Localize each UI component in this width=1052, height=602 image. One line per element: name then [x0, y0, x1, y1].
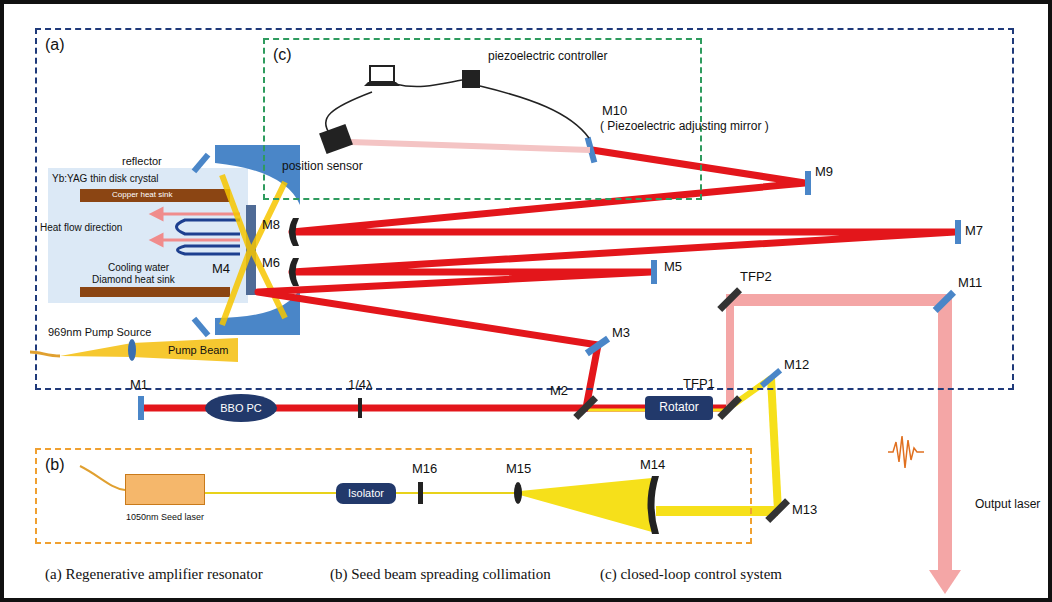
mirror	[651, 260, 657, 284]
node-text: Rotator	[659, 401, 698, 415]
part-label: position sensor	[282, 160, 363, 174]
node-text: (b)	[45, 456, 65, 474]
lens	[514, 482, 522, 504]
part-label: 1/4λ	[348, 378, 373, 393]
heat-arrows	[152, 209, 240, 245]
seed-beam	[656, 506, 778, 516]
part-label: TFP2	[740, 270, 772, 285]
part-label: reflector	[122, 155, 162, 168]
mirror	[955, 220, 961, 244]
waveplate	[358, 398, 362, 418]
resonator-beam	[144, 150, 955, 408]
laptop-icon	[364, 82, 400, 86]
part-label: Output laser	[975, 498, 1040, 512]
output-beam	[938, 294, 952, 572]
pump-beam	[132, 338, 238, 362]
node-text: (a)	[45, 36, 65, 54]
seed-laser: 1050nm Seed laser	[106, 472, 224, 522]
position-sensor	[319, 124, 353, 154]
part-label: M10	[602, 104, 627, 119]
part-label: M14	[640, 458, 665, 473]
disk-module	[48, 168, 248, 303]
pulse-icon	[888, 436, 924, 468]
part-label: 969nm Pump Source	[48, 326, 151, 339]
pump-rays	[222, 175, 285, 325]
cable	[326, 92, 372, 134]
cable	[480, 86, 589, 138]
part-label: M3	[612, 326, 630, 341]
caption-text: (c) closed-loop control system	[600, 566, 782, 583]
node-text: 1050nm Seed laser	[106, 512, 224, 522]
part-label: M13	[792, 503, 817, 518]
pump-fiber	[30, 352, 60, 356]
part-label: ( Piezoelectric adjusting mirror )	[600, 120, 769, 134]
caption-text: (a) Regenerative amplifier resonator	[45, 566, 263, 583]
part-label: Yb:YAG thin disk crystal	[52, 173, 159, 185]
rotator-box: Rotator	[645, 396, 713, 420]
mirror	[138, 396, 144, 420]
part-label: piezoelectric controller	[488, 50, 607, 64]
copper-bar	[80, 189, 230, 202]
controller-box	[462, 70, 480, 88]
part-label: Heat flow direction	[40, 222, 122, 234]
part-label: Cooling water	[108, 262, 169, 274]
part-label: M9	[815, 165, 833, 180]
part-label: Pump Beam	[168, 344, 229, 357]
part-label: M5	[664, 260, 682, 275]
curved-mirror	[648, 476, 660, 534]
isolator-box: Isolator	[336, 483, 396, 504]
region-box: (c)	[265, 40, 700, 198]
mirror	[573, 395, 598, 420]
mirror	[585, 336, 610, 357]
part-label: TFP1	[683, 377, 715, 392]
part-label: M11	[958, 276, 982, 291]
reflector-mirror	[192, 153, 211, 174]
output-arrowhead	[929, 570, 961, 594]
region-box: (a)(c)BBO PCRotator	[37, 30, 1012, 388]
pockels-cell: BBO PC	[205, 394, 277, 422]
mirror	[765, 498, 790, 523]
part-label: M4	[212, 262, 230, 277]
node-text: (c)	[273, 46, 292, 64]
copper-bar	[80, 287, 230, 297]
curved-mirror	[289, 218, 299, 246]
part-label: M7	[965, 224, 983, 239]
seed-beam	[771, 378, 778, 511]
pump-beam	[60, 343, 132, 357]
seed-beam	[520, 478, 652, 532]
node-text: BBO PC	[220, 402, 262, 415]
part-label: M8	[262, 218, 280, 233]
part-label: M16	[412, 462, 437, 477]
mirror	[418, 482, 423, 504]
part-label: M1	[130, 378, 148, 393]
part-label: M12	[784, 358, 809, 373]
caption-text: (b) Seed beam spreading collimation	[330, 566, 551, 583]
output-beam	[726, 294, 945, 306]
part-label: Copper heat sink	[112, 190, 172, 199]
cable	[395, 80, 462, 87]
thin-film-polarizer	[717, 395, 742, 420]
part-label: M2	[550, 384, 568, 399]
pump-lens	[128, 339, 136, 361]
seed-laser-body	[125, 474, 205, 505]
mirror	[933, 290, 956, 313]
mirror	[760, 368, 782, 388]
thin-film-polarizer	[717, 287, 742, 312]
cooling-loops	[177, 220, 241, 254]
node-text: Isolator	[348, 487, 384, 500]
curved-mirror	[289, 258, 299, 286]
mirror	[805, 171, 811, 195]
reflector-mirror	[192, 317, 211, 338]
seed-fiber	[80, 466, 125, 490]
laptop-icon	[370, 66, 394, 82]
output-beam	[726, 300, 734, 408]
part-label: M6	[262, 256, 280, 271]
part-label: Diamond heat sink	[92, 274, 175, 286]
sensor-beam	[350, 142, 590, 150]
part-label: M15	[506, 462, 531, 477]
